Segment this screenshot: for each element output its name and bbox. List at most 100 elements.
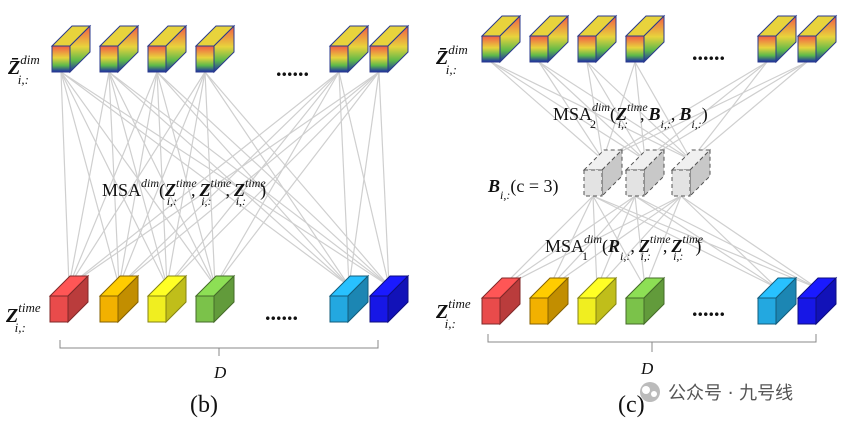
panel-c-top-token [576,14,618,64]
panel-c-upper-edge [602,61,808,161]
panel-b-edge [68,71,340,287]
panel-c-routers [582,148,712,198]
panel-c-upper-edge [538,61,604,161]
panel-c-top-ellipsis: ...... [692,40,725,65]
panel-c-lower-edge [644,195,682,289]
panel-b-edge [68,71,206,287]
panel-b-bottom-token-front-face [147,295,167,323]
panel-c-lower-edge [592,195,778,289]
panel-c-router-token-front-face [583,169,603,197]
panel-b-bottom-token [194,274,236,324]
panel-c-upper-edge [490,61,692,161]
panel-b-edge [166,71,380,287]
panel-b-top-token-front-face [329,45,349,73]
panel-b-bottom-token [98,274,140,324]
panel-c-router-token [582,148,624,198]
panel-b-top-token [50,24,92,74]
panel-c-router-token [670,148,712,198]
panel-c-upper-edge [586,61,604,161]
panel-c-lower-edge [680,195,818,289]
panel-b-top-token [368,24,410,74]
panel-c-bottom-token [528,276,570,326]
panel-b-bottom-token-front-face [329,295,349,323]
panel-c-lower-edge [500,195,682,289]
panel-c-lower-edge [592,195,818,289]
panel-c-lower-edge [634,195,818,289]
panel-b-edge [166,71,206,287]
panel-c-bottom-token [756,276,798,326]
panel-b-edge [118,71,380,287]
panel-c-top-token [624,14,666,64]
panel-b-brace [59,340,379,356]
panel-c-bottom-token [576,276,618,326]
panel-b-top-token-front-face [51,45,71,73]
panel-b-bottom-token [368,274,410,324]
panel-b-bottom-ellipsis: ...... [265,300,298,325]
panel-c-upper-edge [490,61,646,161]
panel-b-edge [166,71,340,287]
panel-b-edges [60,71,390,287]
panel-c-upper-edge [538,61,646,161]
panel-b-top-token-front-face [99,45,119,73]
panel-b-bottom-tokens [48,274,410,324]
watermark-text: 公众号 · 九号线 [668,383,793,404]
panel-c-bottom-token [480,276,522,326]
panel-b-bottom-token [146,274,188,324]
panel-c-router-token-front-face [671,169,691,197]
panel-b-bottom-token [328,274,370,324]
panel-c-bottom-token-front-face [625,297,645,325]
panel-b-edge [214,71,380,287]
panel-c-bottom-token [624,276,666,326]
panel-c-router-token-front-face [625,169,645,197]
panel-b-edge [108,71,120,287]
panel-b-top-token [146,24,188,74]
panel-b-top-ellipsis: ...... [276,56,309,81]
panel-b-top-token-front-face [195,45,215,73]
panel-c-lower-edge [500,195,594,289]
panel-c-upper-edge [634,61,646,161]
wechat-icon-bubble [642,386,650,394]
panel-b-edge [60,71,350,287]
panel-c-bottom-token-front-face [757,297,777,325]
panel-b-edge [348,71,380,287]
panel-c-lower-edge [592,195,598,289]
panel-c-upper-edge [586,61,646,161]
panel-c-upper-edge [690,61,768,161]
panel-b-top-tokens [50,24,410,74]
panel-c-top-token-front-face [529,35,549,63]
panel-c-router-token [624,148,666,198]
panel-b-edge [118,71,206,287]
panel-b-edge [60,71,70,287]
panel-c-upper-edge [490,61,604,161]
panel-c-upper-edge [634,61,692,161]
panel-c-top-token-front-face [797,35,817,63]
panel-c-upper-edge [586,61,692,161]
panel-c-top-token [480,14,522,64]
panel-c-edges [490,61,818,289]
panel-c-top-token-front-face [757,35,777,63]
panel-c-bottom-ellipsis: ...... [692,296,725,321]
panel-b-edge [214,71,340,287]
panel-b-edge [118,71,340,287]
panel-b-bottom-token-front-face [195,295,215,323]
panel-c-bottom-token-front-face [529,297,549,325]
panel-c-lower-edge [500,195,636,289]
panel-b-edge [378,71,390,287]
panel-b-top-token [194,24,236,74]
panel-b-brace-label: D [213,363,227,382]
panel-b-edge [68,71,380,287]
panel-c-bottom-token-front-face [577,297,597,325]
wechat-icon-bubble-2 [651,391,657,397]
panel-b-bottom-token [48,274,90,324]
panel-c-bottom-token-front-face [481,297,501,325]
